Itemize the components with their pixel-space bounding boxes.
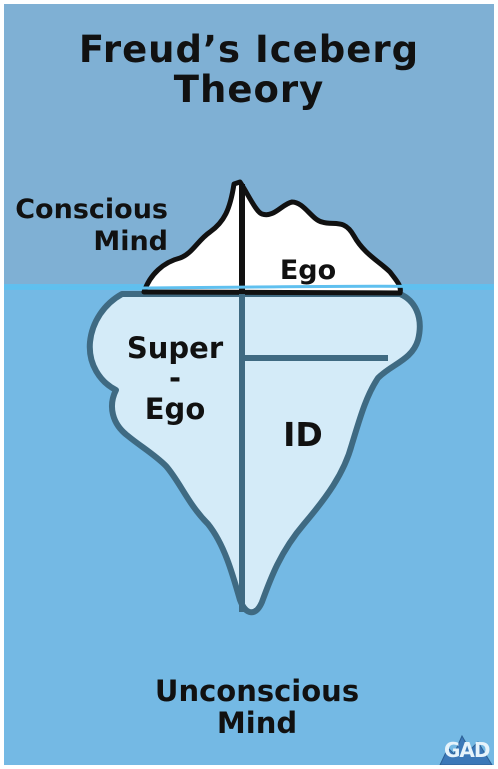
unconscious-mind-label: Unconscious Mind (124, 676, 390, 740)
superego-label: Super - Ego (112, 333, 238, 424)
title-line-2: Theory (4, 70, 494, 110)
water-surface-line (4, 286, 494, 288)
superego-line-1: Super (112, 333, 238, 363)
logo-text: GAD (444, 738, 490, 762)
iceberg-diagram (4, 4, 494, 765)
superego-line-2: - (112, 363, 238, 393)
poster: Freud’s Iceberg Theory Conscious Mind Eg… (4, 4, 494, 765)
conscious-line-2: Mind (10, 226, 168, 258)
conscious-mind-label: Conscious Mind (10, 194, 168, 259)
id-label: ID (264, 418, 342, 453)
page-title: Freud’s Iceberg Theory (4, 30, 494, 110)
ego-label: Ego (267, 257, 349, 285)
conscious-line-1: Conscious (10, 194, 168, 226)
unconscious-line-2: Mind (124, 708, 390, 740)
superego-line-3: Ego (112, 394, 238, 424)
unconscious-line-1: Unconscious (124, 676, 390, 708)
title-line-1: Freud’s Iceberg (4, 30, 494, 70)
